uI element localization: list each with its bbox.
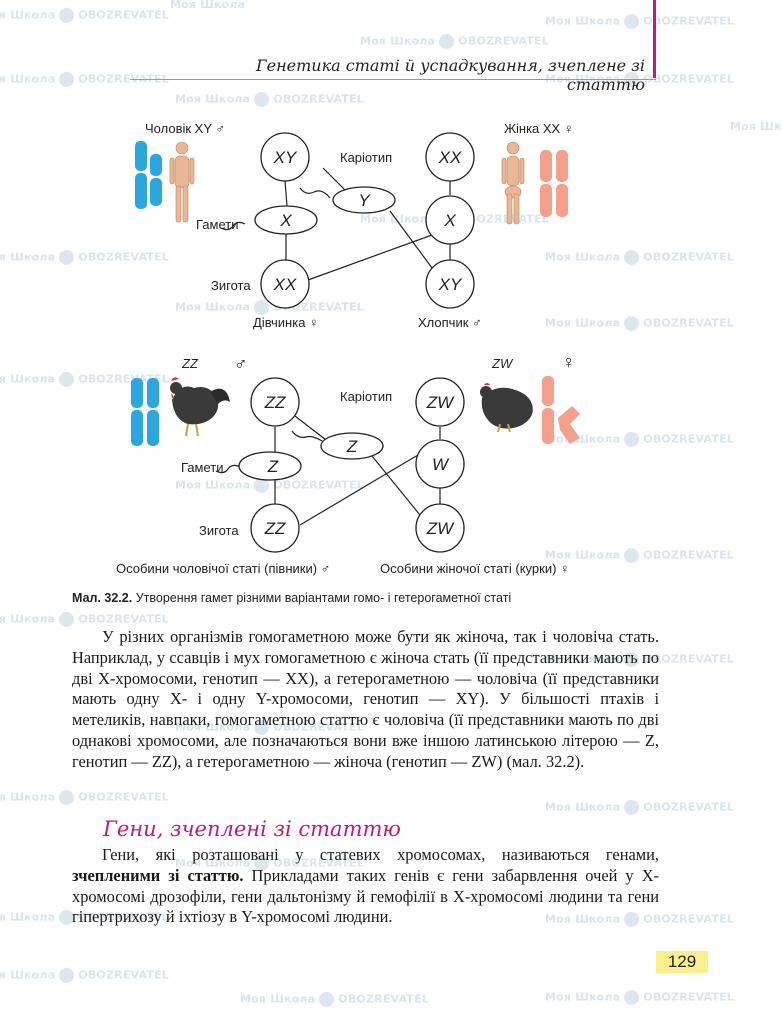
figure-caption: Мал. 32.2. Утворення гамет різними варіа… (72, 591, 511, 605)
human-connections (220, 167, 451, 281)
zygote-girl: XX (273, 275, 297, 294)
paragraph-2-text: Гени, які розташовані у статевих хромосо… (72, 845, 659, 928)
male-individuals-label: Особини чоловічої статі (півники) ♂ (116, 561, 330, 576)
hen-chromosomes (542, 376, 580, 444)
zygote-male: ZZ (264, 519, 286, 538)
section-title: Гени, зчеплені зі статтю (103, 817, 401, 841)
cell-female-karyotype: XX (438, 148, 462, 167)
caption-text: Утворення гамет різними варіантами гомо-… (135, 591, 512, 605)
paragraph-1-text: У різних організмів гомогаметною може бу… (72, 627, 659, 771)
gamete-x: X (279, 211, 292, 230)
watermark: Моя Школа (730, 120, 782, 133)
page-number: 129 (656, 951, 708, 973)
zygote-female: ZW (426, 519, 455, 538)
paragraph-2-part-b: Прикладами таких генів є гени забарвленн… (72, 865, 659, 927)
karyotype-label: Каріотип (340, 150, 392, 165)
male-chromosomes (135, 141, 162, 209)
cell-rooster-karyotype: ZZ (264, 393, 286, 412)
woman-icon (501, 141, 525, 225)
hen-genotype-label: ZW (491, 356, 514, 371)
zygote-label: Зигота (211, 278, 251, 293)
female-symbol-icon: ♀ (562, 352, 576, 372)
female-individuals-label: Особини жіночої статі (курки) ♀ (380, 561, 570, 576)
hen-icon (480, 383, 533, 433)
gamete-w: W (432, 455, 450, 474)
bird-gametes-label: Гамети (181, 460, 224, 475)
figure-sex-determination: Чоловік XY ♂ Жінка XX ♀ XY XX X Y X (116, 121, 580, 576)
paragraph-2-part-a: Гени, які розташовані у статевих хромосо… (102, 845, 659, 864)
cell-male-karyotype: XY (273, 148, 298, 167)
rooster-chromosomes (131, 378, 159, 446)
bird-zygote-label: Зигота (199, 523, 239, 538)
watermark: Моя Школа (170, 0, 246, 11)
cell-hen-karyotype: ZW (426, 393, 455, 412)
female-label: Жінка XX ♀ (504, 121, 574, 136)
paragraph-1: У різних організмів гомогаметною може бу… (72, 627, 659, 773)
man-icon (169, 141, 195, 223)
bird-karyotype-label: Каріотип (340, 389, 392, 404)
rooster-genotype-label: ZZ (181, 356, 199, 371)
gamete-z-2: Z (267, 457, 279, 476)
bird-connections (215, 415, 441, 526)
gamete-z-1: Z (346, 437, 358, 456)
boy-label: Хлопчик ♂ (418, 315, 482, 330)
header-rule (130, 79, 656, 80)
rooster-icon (170, 377, 230, 437)
gamete-y: Y (358, 191, 371, 210)
paragraph-2: Гени, які розташовані у статевих хромосо… (72, 845, 659, 928)
caption-number: Мал. 32.2. (72, 591, 133, 605)
male-label: Чоловік XY ♂ (145, 121, 225, 136)
gametes-label: Гамети (196, 217, 239, 232)
female-chromosomes (540, 150, 568, 217)
paragraph-2-bold-term: зчепленими зі статтю. (72, 865, 244, 885)
gamete-female-x: X (443, 211, 456, 230)
header-accent-bar (653, 0, 656, 78)
male-symbol-icon: ♂ (234, 354, 248, 374)
human-cells (254, 132, 475, 309)
bird-cells (238, 377, 465, 553)
zygote-boy: XY (438, 275, 463, 294)
girl-label: Дівчинка ♀ (253, 315, 319, 330)
